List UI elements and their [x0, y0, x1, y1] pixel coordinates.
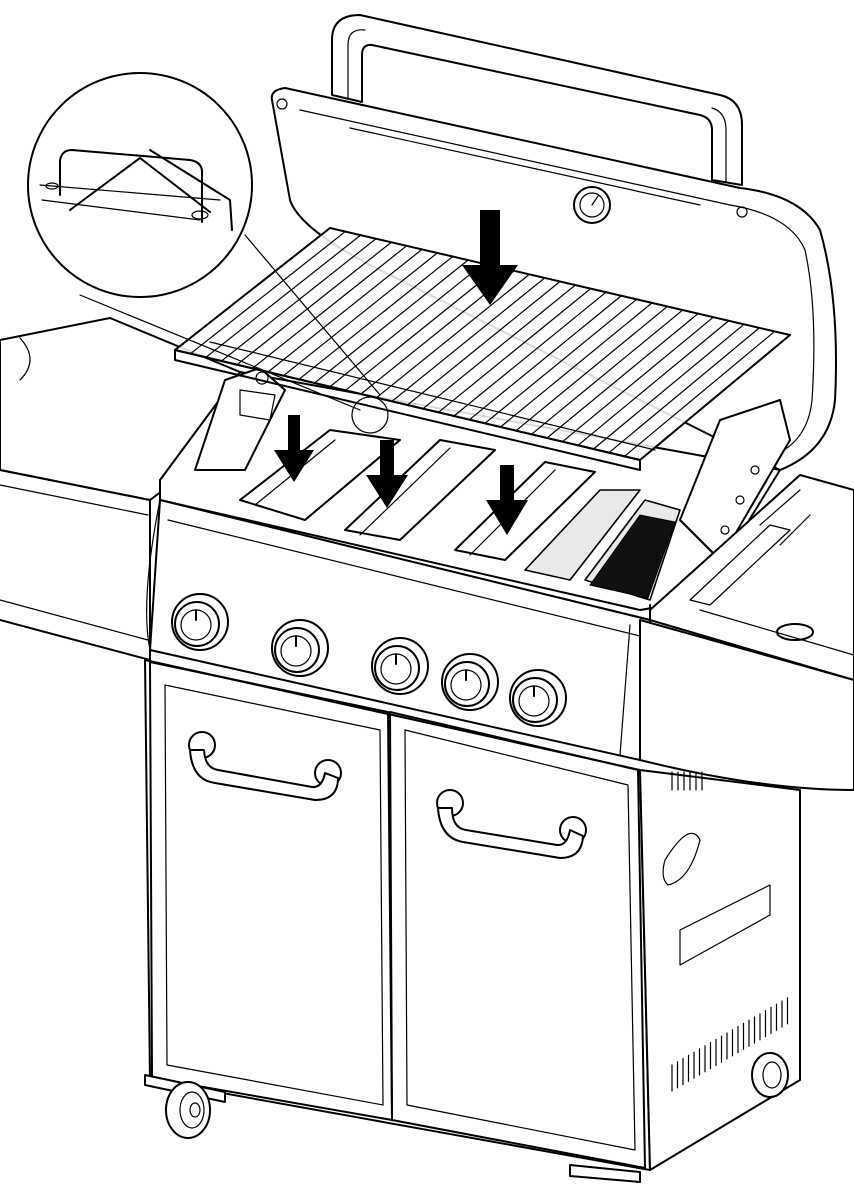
grate-bar — [623, 330, 776, 457]
grate-bar — [530, 309, 684, 435]
install-arrows — [274, 210, 528, 535]
front-left-caster — [144, 1074, 226, 1139]
right-door — [389, 711, 646, 1169]
grate-bar — [453, 291, 607, 417]
grate-bar — [406, 280, 561, 406]
arrow-flame-tamer-3 — [486, 465, 528, 535]
grate-bar — [174, 227, 331, 351]
grate-bar — [236, 241, 392, 366]
grate-bar — [313, 259, 469, 384]
side-vent-slots — [671, 771, 789, 1092]
flame-tamer-slot-grate — [589, 514, 676, 599]
grate-bar — [205, 234, 362, 358]
flame-tamers — [239, 429, 641, 581]
grate-bar — [220, 238, 377, 362]
grate-bar — [592, 323, 745, 450]
grate-bar — [391, 277, 546, 402]
right-side-burner — [639, 474, 854, 791]
grate-bar — [298, 255, 454, 380]
thermometer-gauge — [573, 186, 611, 224]
lid-handle — [331, 14, 743, 186]
grate-bar — [282, 252, 438, 377]
grate-bar — [375, 273, 530, 399]
left-door-handle — [188, 731, 342, 801]
burner-knob — [509, 669, 567, 727]
burner-knob — [171, 593, 229, 651]
grate-bar — [639, 334, 791, 461]
grate-bar — [546, 313, 699, 439]
arrow-cooking-grate — [462, 210, 518, 305]
grate-bar — [267, 248, 423, 373]
control-knobs — [171, 593, 769, 772]
arrow-flame-tamer-1 — [274, 415, 314, 482]
cabinet — [144, 659, 801, 1171]
grate-bar — [437, 288, 592, 413]
grate-bar — [344, 266, 500, 391]
casters — [144, 1052, 789, 1183]
grate-bar — [515, 305, 668, 432]
burner-knob — [441, 653, 499, 711]
grate-bar — [561, 316, 714, 443]
grate-bar — [484, 298, 638, 424]
detail-bracket — [39, 149, 233, 231]
right-door-handle — [436, 789, 587, 859]
grate-bar — [468, 295, 622, 421]
grate-bar — [608, 327, 760, 454]
grate-bar — [499, 302, 653, 428]
left-hinge-plate — [194, 367, 286, 471]
cooking-grate — [174, 227, 791, 471]
grate-bar — [577, 320, 730, 446]
burner-knob — [371, 637, 429, 695]
grate-bar — [189, 230, 346, 355]
arrow-flame-tamer-2 — [366, 440, 408, 508]
detail-callout — [27, 72, 389, 434]
grate-bar — [422, 284, 576, 410]
grate-bar — [251, 245, 408, 369]
rear-right-caster — [751, 1052, 789, 1098]
burner-knob — [271, 619, 329, 677]
front-right-foot — [569, 1164, 641, 1183]
